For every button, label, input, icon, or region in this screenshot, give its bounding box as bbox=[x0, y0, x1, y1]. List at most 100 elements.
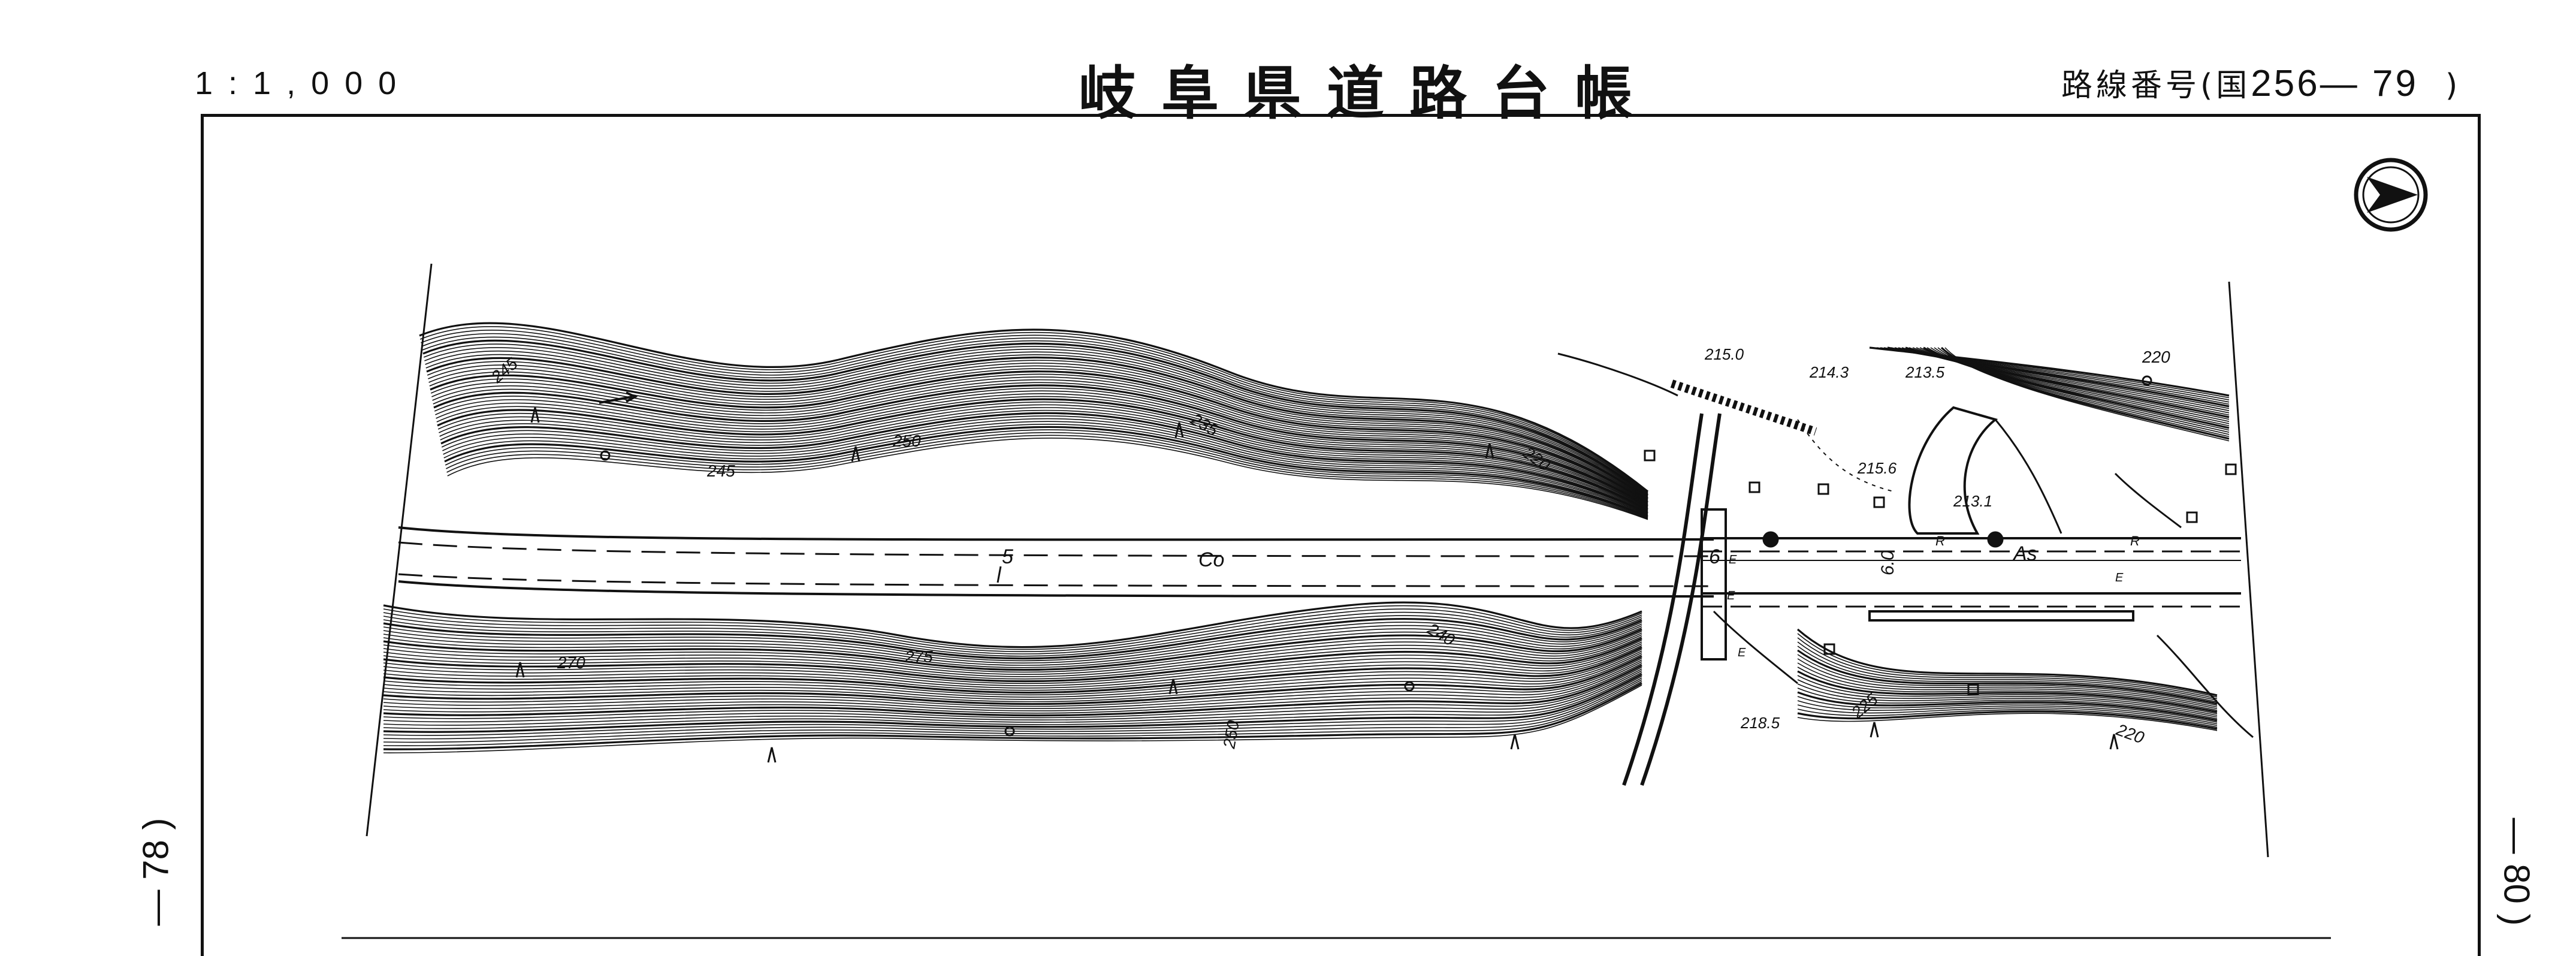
contour-line bbox=[1797, 649, 2218, 705]
contour-line bbox=[446, 432, 1648, 519]
contour-label: 270 bbox=[557, 653, 585, 672]
contour-line bbox=[440, 412, 1648, 514]
contour-line bbox=[439, 404, 1648, 512]
map-symbol: E bbox=[1729, 553, 1737, 566]
contour-line bbox=[422, 336, 1648, 495]
contour-line bbox=[426, 356, 1648, 500]
contour-line bbox=[419, 322, 1648, 493]
map-symbol: R bbox=[1935, 533, 1945, 548]
contour-line bbox=[430, 370, 1648, 503]
contour-line bbox=[1797, 641, 2218, 701]
contour-line bbox=[1797, 704, 2218, 726]
contour-line bbox=[1797, 679, 2218, 716]
contour-line bbox=[1934, 347, 2230, 435]
route-label-prefix: 路線番号(国 bbox=[2061, 68, 2251, 104]
contour-line bbox=[383, 615, 1642, 657]
contour-line bbox=[383, 641, 1642, 686]
contour-line bbox=[1944, 347, 2230, 442]
contour-line bbox=[383, 643, 1642, 689]
terrain-features bbox=[599, 352, 2254, 738]
map-scale: 1:1,000 bbox=[195, 65, 412, 101]
contour-line bbox=[383, 623, 1642, 664]
railway-crossing bbox=[1622, 379, 1817, 786]
road-width-label: 5 bbox=[1002, 545, 1013, 568]
contour-line bbox=[433, 382, 1648, 506]
contour-line bbox=[383, 617, 1642, 660]
contour-line bbox=[429, 368, 1648, 502]
contour-line bbox=[421, 330, 1648, 494]
contour-line bbox=[383, 682, 1642, 750]
contour-line bbox=[443, 421, 1648, 516]
map-symbol: R bbox=[2130, 533, 2140, 548]
contour-line bbox=[1797, 667, 2218, 711]
contour-line bbox=[383, 622, 1642, 662]
contour-line bbox=[1797, 675, 2218, 714]
contour-line bbox=[1797, 662, 2218, 710]
contour-line bbox=[441, 415, 1648, 514]
spot-height: 218.5 bbox=[1740, 714, 1780, 732]
contour-line bbox=[444, 426, 1648, 518]
contour-label: 220 bbox=[2142, 348, 2170, 366]
map-symbol: E bbox=[1727, 589, 1735, 602]
road bbox=[398, 526, 2241, 608]
contour-line bbox=[1923, 346, 2230, 429]
contour-line bbox=[383, 649, 1642, 696]
map-frame bbox=[201, 114, 2481, 956]
contour-line bbox=[383, 684, 1642, 753]
contour-line bbox=[433, 384, 1648, 507]
contour-line bbox=[383, 646, 1642, 694]
contour-line bbox=[383, 627, 1642, 668]
contour-line bbox=[425, 354, 1648, 499]
contour-line bbox=[383, 605, 1642, 650]
contour-line bbox=[1797, 670, 2218, 713]
survey-boundary-right bbox=[2228, 281, 2269, 858]
contour-line bbox=[383, 655, 1642, 705]
contour-line bbox=[436, 393, 1648, 509]
vegetation-symbols bbox=[515, 375, 2237, 763]
contour-line bbox=[437, 398, 1648, 511]
contour-line bbox=[383, 677, 1642, 740]
contour-line bbox=[1797, 687, 2218, 719]
contour-line bbox=[383, 645, 1642, 691]
contour-line bbox=[428, 363, 1648, 501]
survey-boundary-left bbox=[366, 263, 433, 837]
contour-line bbox=[383, 668, 1642, 723]
contour-line bbox=[434, 387, 1648, 507]
contour-label: 250 bbox=[892, 432, 921, 450]
contour-line bbox=[383, 654, 1642, 702]
route-label-close: ) bbox=[2445, 68, 2462, 104]
contour-line bbox=[1926, 347, 2230, 431]
contour-line bbox=[447, 438, 1648, 520]
contour-line bbox=[431, 376, 1648, 505]
contour-line bbox=[428, 365, 1648, 502]
contour-label: 220 bbox=[2113, 720, 2147, 747]
contour-lines-south bbox=[383, 601, 2218, 753]
contour-line bbox=[383, 667, 1642, 719]
contour-line bbox=[383, 675, 1642, 736]
map-symbol: E bbox=[2115, 571, 2124, 584]
contour-line bbox=[419, 326, 1648, 493]
spot-height: 215.0 bbox=[1704, 345, 1744, 363]
contour-line bbox=[383, 632, 1642, 675]
road-width-label-b: 6 bbox=[1709, 545, 1720, 568]
contour-line bbox=[1797, 710, 2218, 730]
contour-line bbox=[383, 673, 1642, 733]
contour-line bbox=[430, 373, 1648, 503]
contour-line bbox=[383, 611, 1642, 655]
contour-line bbox=[1797, 683, 2218, 718]
contour-line bbox=[1797, 696, 2218, 723]
contour-line bbox=[383, 634, 1642, 677]
contour-line bbox=[422, 339, 1648, 496]
contour-line bbox=[1797, 713, 2218, 731]
contour-lines-north bbox=[419, 322, 2230, 520]
contour-line bbox=[383, 652, 1642, 700]
contour-line bbox=[440, 409, 1648, 513]
contour-line bbox=[1797, 691, 2218, 722]
contour-line bbox=[423, 343, 1648, 496]
contour-line bbox=[1797, 708, 2218, 728]
contour-line bbox=[435, 390, 1648, 508]
contour-line bbox=[1930, 347, 2230, 433]
contour-line bbox=[383, 628, 1642, 671]
contour-line bbox=[383, 650, 1642, 698]
